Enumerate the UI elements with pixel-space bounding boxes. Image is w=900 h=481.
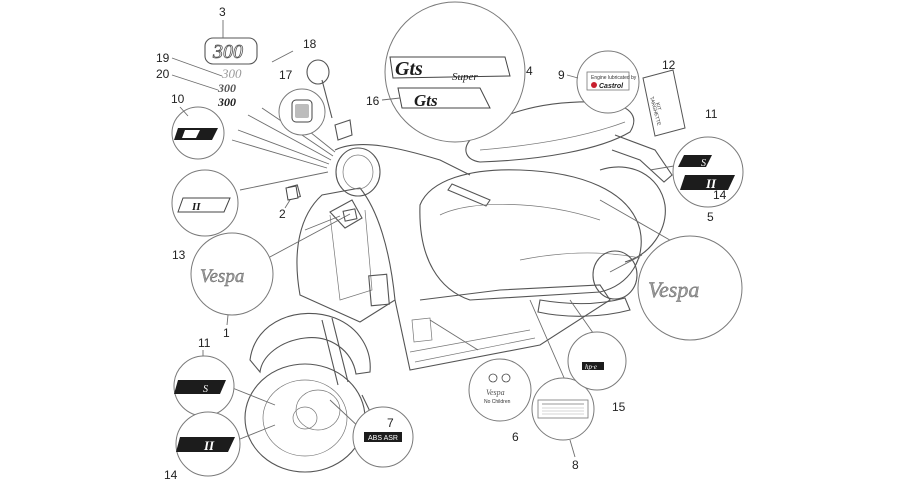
badge-300-b: 300 [217,81,236,95]
gts-decal: Gts [414,91,438,110]
callout-14-right: 14 [713,188,727,202]
callout-7: 7 [387,416,394,430]
small-decal-2 [285,185,299,201]
info-plate-circle [531,377,595,441]
callout-11-left: 11 [198,336,211,350]
children-warning-text: No Children [484,399,511,405]
stripe-decal-circle-left-bottom: II [175,411,241,477]
stripe-decal-circle-left-top: S [173,355,235,417]
callout-17: 17 [279,68,293,82]
scooter-illustration [244,59,673,473]
badge-300-c: 300 [217,95,236,109]
vespa-logo-right: Vespa [648,277,699,302]
callout-13: 13 [172,248,186,262]
callout-10: 10 [171,92,185,106]
children-warning-circle: Vespa No Children [468,358,532,422]
hpe-badge-circle: hp·e [567,331,627,391]
hpe-label: hp·e [585,363,597,371]
panel-13-mark: II [191,201,201,213]
callout-12: 12 [662,58,676,72]
stripe-m-right: II [705,176,717,191]
callout-5: 5 [707,210,714,224]
gts-super-sub: Super [452,71,478,83]
gts-decal-circle: Gts Super Gts [384,1,526,143]
callout-6: 6 [512,430,519,444]
vespa-logo-circle-left: Vespa [190,232,274,316]
callout-9: 9 [558,68,565,82]
stripe-s-right: S [701,158,706,169]
callout-19: 19 [156,51,170,65]
badge-300-group: 300 300 300 300 [204,37,258,109]
front-badge-circle [278,88,326,136]
callout-4: 4 [526,64,533,78]
gts-super-decal: Gts [395,58,423,80]
castrol-caption: Engine lubricated by [591,75,637,81]
callout-2: 2 [279,207,286,221]
callout-11-right: 11 [705,107,718,121]
vespa-logo-left: Vespa [200,266,244,287]
kit-label-line1: KIT [654,102,662,111]
callout-1: 1 [223,326,230,340]
stripe-decal-circle-right: S II [672,136,744,208]
castrol-logo-icon [591,82,597,88]
children-warning-brand: Vespa [486,388,505,397]
badge-300-a: 300 [221,66,242,81]
kit-targhette-bag: KIT TARGHETTE [642,69,686,137]
callout-14-left: 14 [164,468,178,481]
abs-asr-label: ABS ASR [368,435,398,442]
stripe-m-left: II [203,438,215,453]
callout-3: 3 [219,5,226,19]
castrol-label-circle: Engine lubricated by Castrol [576,50,640,114]
callout-20: 20 [156,67,170,81]
abs-asr-circle: ABS ASR [352,406,414,468]
callout-numbers: 3 18 19 20 17 4 16 9 12 10 11 14 2 5 13 … [156,5,727,481]
callout-16: 16 [366,94,380,108]
callout-8: 8 [572,458,579,472]
castrol-brand: Castrol [599,83,624,90]
callout-18: 18 [303,37,317,51]
badge-300-large: 300 [212,41,243,63]
vespa-logo-circle-right: Vespa [637,235,743,341]
side-plate-circle-10 [171,106,225,160]
side-panel-circle-13: II [171,169,239,237]
stripe-s-left: S [203,384,208,395]
callout-15: 15 [612,400,626,414]
